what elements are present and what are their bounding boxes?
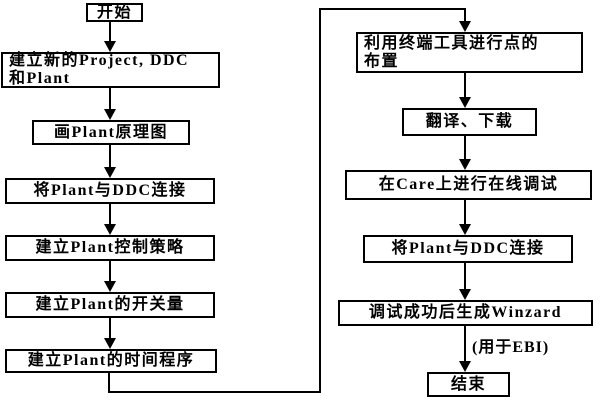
arrowhead-switch-values xyxy=(104,281,116,292)
connector-wrap-top xyxy=(319,8,466,10)
node-connect-plant-ddc-2: 将Plant与DDC连接 xyxy=(363,235,573,263)
connector-translate-to-debug xyxy=(464,136,466,160)
connector-connect2-to-winzard xyxy=(464,263,466,290)
connector-terminal-to-translate xyxy=(464,73,466,98)
node-translate-download: 翻译、下载 xyxy=(402,108,537,136)
node-draw-plant-diagram: 画Plant原理图 xyxy=(32,120,190,145)
node-start: 开始 xyxy=(86,3,143,22)
connector-start-to-create-project xyxy=(109,22,111,43)
node-generate-winzard: 调试成功后生成Winzard xyxy=(338,300,593,326)
arrowhead-create-project xyxy=(104,41,116,52)
node-create-control-strategy: 建立Plant控制策略 xyxy=(5,235,215,261)
node-terminal-point-layout: 利用终端工具进行点的 布置 xyxy=(356,32,583,73)
arrowhead-generate-winzard xyxy=(459,289,471,300)
arrowhead-end xyxy=(459,361,471,372)
arrowhead-connect-plant-ddc xyxy=(104,167,116,178)
arrowhead-online-debug xyxy=(459,159,471,170)
connector-create-project-to-draw xyxy=(109,88,111,111)
connector-connect-to-strategy xyxy=(109,204,111,226)
connector-winzard-to-end xyxy=(464,326,466,362)
arrowhead-connect-plant-ddc-2 xyxy=(459,224,471,235)
connector-draw-to-connect xyxy=(109,145,111,169)
node-end: 结束 xyxy=(427,372,510,397)
connector-switch-to-time xyxy=(109,318,111,341)
node-create-time-program: 建立Plant的时间程序 xyxy=(5,349,217,373)
connector-wrap-up xyxy=(319,8,321,393)
connector-wrap-bottom xyxy=(108,391,321,393)
arrowhead-control-strategy xyxy=(104,224,116,235)
connector-debug-to-connect2 xyxy=(464,200,466,225)
arrowhead-draw-plant xyxy=(104,109,116,120)
arrowhead-terminal-layout xyxy=(459,21,471,32)
connector-wrap-to-terminal xyxy=(464,8,466,22)
node-create-switch-values: 建立Plant的开关量 xyxy=(5,292,215,318)
connector-strategy-to-switch xyxy=(109,261,111,283)
node-create-project: 建立新的Project, DDC 和Plant xyxy=(1,52,220,88)
node-connect-plant-ddc: 将Plant与DDC连接 xyxy=(5,178,215,204)
arrowhead-translate-download xyxy=(459,97,471,108)
arrowhead-time-program xyxy=(104,338,116,349)
connector-wrap-down xyxy=(108,373,110,393)
winzard-note-label: (用于EBI) xyxy=(472,339,550,356)
node-online-debug-care: 在Care上进行在线调试 xyxy=(345,170,592,200)
